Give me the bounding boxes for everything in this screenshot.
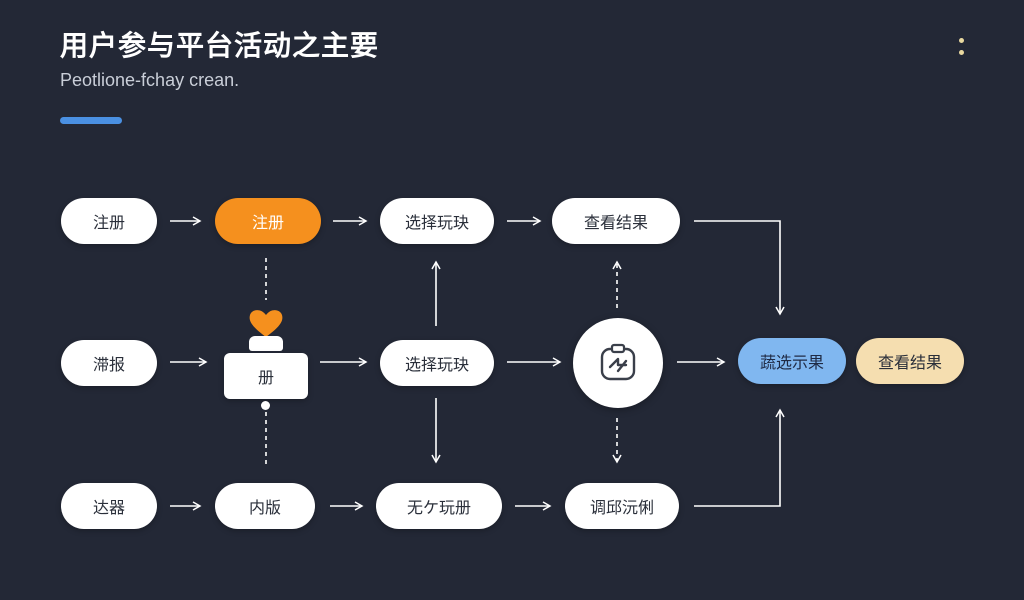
accent-bar bbox=[60, 117, 122, 124]
card-top bbox=[249, 336, 283, 351]
card-dot bbox=[261, 401, 270, 410]
node-r3c3[interactable]: 无ケ玩册 bbox=[376, 483, 502, 529]
more-vertical-icon[interactable] bbox=[956, 36, 966, 58]
elbow-bottom bbox=[694, 408, 785, 507]
node-r3c2[interactable]: 内版 bbox=[215, 483, 315, 529]
node-r2c1[interactable]: 滞报 bbox=[61, 340, 157, 386]
card-icon[interactable]: 册 bbox=[224, 353, 308, 399]
node-r1c4[interactable]: 查看结果 bbox=[552, 198, 680, 244]
page-title: 用户参与平台活动之主要 bbox=[60, 29, 380, 62]
card-label: 册 bbox=[257, 368, 274, 387]
page-subtitle: Peotlione-fchay crean. bbox=[60, 70, 240, 90]
node-r2c3[interactable]: 选择玩玦 bbox=[380, 340, 494, 386]
elbow-top bbox=[694, 220, 785, 316]
sync-icon bbox=[600, 343, 636, 381]
node-r1c2[interactable]: 注册 bbox=[215, 198, 321, 244]
node-r1c1[interactable]: 注册 bbox=[61, 198, 157, 244]
heart-icon bbox=[249, 310, 283, 337]
node-r2c5[interactable]: 蔬选示果 bbox=[738, 338, 846, 384]
node-r2c6[interactable]: 查看结果 bbox=[856, 338, 964, 384]
node-r1c3[interactable]: 选择玩玦 bbox=[380, 198, 494, 244]
node-r3c4[interactable]: 调邱沅俐 bbox=[565, 483, 679, 529]
node-r3c1[interactable]: 达器 bbox=[61, 483, 157, 529]
refresh-badge-icon[interactable] bbox=[573, 318, 663, 408]
